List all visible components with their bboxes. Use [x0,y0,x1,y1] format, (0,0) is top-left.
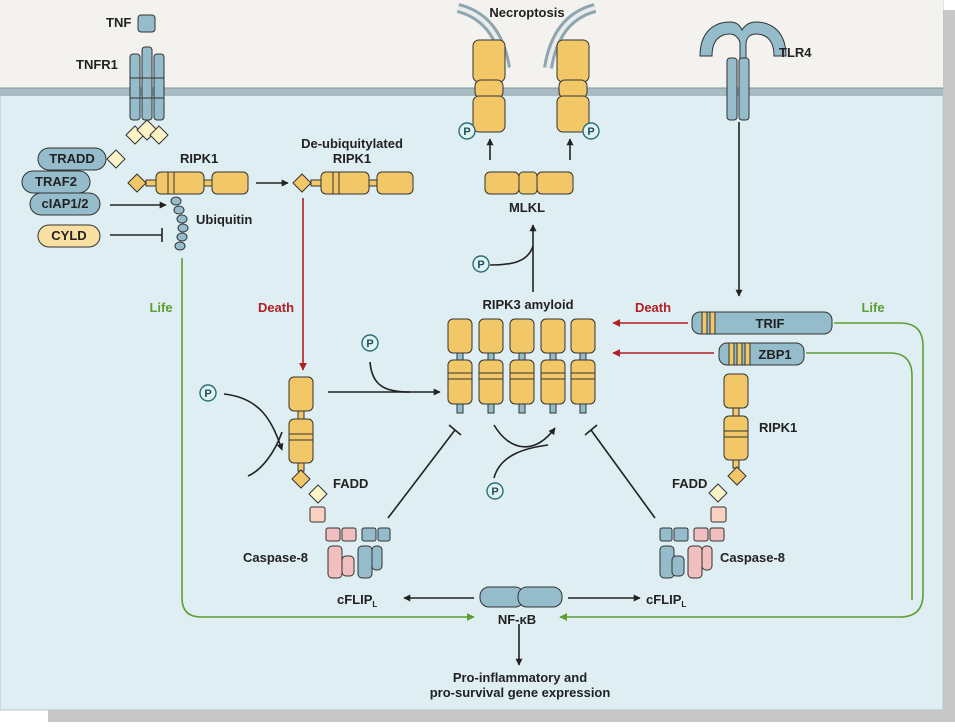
trif-adaptor [691,311,833,335]
ripk3-subunit-part [478,318,504,354]
label-tnfr1: TNFR1 [76,57,118,72]
tnfr1-receptor [129,46,165,121]
label-output-1: Pro-inflammatory and [453,670,587,685]
mlkl-pore-left [472,39,506,133]
label-tnf: TNF [106,15,131,30]
label-deub-2: RIPK1 [333,151,371,166]
death-arrows [299,198,714,371]
label-traf2: TRAF2 [35,174,77,189]
label-death-right: Death [635,300,671,315]
ripk3-amyloid-fibril [447,318,596,414]
ripk3-subunit-part [487,403,495,414]
label-trif: TRIF [756,316,785,331]
phosphate-label: P [491,486,498,498]
phosphate-circle [199,384,217,402]
phosphate-label: P [477,259,484,271]
deubiquitylated-ripk1 [292,171,414,195]
ripk3-subunit-part [456,352,464,361]
complex-i-adaptors [21,147,126,248]
label-ripk1-top: RIPK1 [180,151,218,166]
label-tlr4: TLR4 [779,45,812,60]
ripk1-complex-iib [288,376,328,523]
ripk3-subunit-part [509,359,535,405]
label-nfkb: NF-κB [498,612,536,627]
phosphate-label: P [587,126,594,138]
caspase8-cflip-left [325,527,391,579]
ripk3-subunit-part [447,359,473,405]
label-cyld: CYLD [51,228,86,243]
label-tradd: TRADD [49,151,95,166]
ripk3-subunit-part [487,352,495,361]
ripk1-complex-i [127,171,249,195]
label-ciap: cIAP1/2 [42,196,89,211]
ripk1-right [708,373,749,523]
label-zbp1: ZBP1 [758,347,791,362]
ripk3-subunit-part [540,318,566,354]
nfkb-dimer [479,586,563,608]
label-fadd-right: FADD [672,476,707,491]
label-cflip-right: cFLIPL [646,592,686,609]
phosphate-circle [582,122,600,140]
label-cflip-left: cFLIPL [337,592,377,609]
label-ripk3: RIPK3 amyloid [482,297,573,312]
ripk3-subunit-part [478,359,504,405]
plasma-membrane [0,88,943,96]
ripk3-subunit-part [549,352,557,361]
tnfr1-death-domains [125,119,169,145]
life-arrows [181,258,924,621]
ripk3-subunit-part [570,359,596,405]
label-deub-1: De-ubiquitylated [301,136,403,151]
tlr4-receptor [699,21,787,121]
label-fadd-left: FADD [333,476,368,491]
phosphate-label: P [366,338,373,350]
label-life-left: Life [149,300,172,315]
label-life-right: Life [861,300,884,315]
label-death-left: Death [258,300,294,315]
ripk3-subunit-part [456,403,464,414]
caspase8-cflip-right [659,527,725,579]
zbp1-sensor [718,342,805,366]
ripk3-subunit-part [549,403,557,414]
ripk3-subunit-part [518,352,526,361]
label-ubiquitin: Ubiquitin [196,212,252,227]
label-necroptosis: Necroptosis [489,5,564,20]
tnf-ligand [137,14,156,33]
phosphate-circle [458,122,476,140]
ripk3-subunit-part [447,318,473,354]
phosphate-circle [361,334,379,352]
phosphate-circle [486,482,504,500]
ripk3-subunit-part [579,352,587,361]
mlkl-monomer [484,171,574,195]
ripk3-subunit-part [518,403,526,414]
phosphate-label: P [204,388,211,400]
label-mlkl: MLKL [509,200,545,215]
ubiquitin-chain [170,196,189,251]
ripk3-subunit-part [509,318,535,354]
label-ripk1-right: RIPK1 [759,420,797,435]
ripk3-subunit-part [579,403,587,414]
label-casp8-right: Caspase-8 [720,550,785,565]
black-arrows [110,122,743,666]
mlkl-pore-right [556,39,590,133]
label-output-2: pro-survival gene expression [430,685,611,700]
phosphate-circle [472,255,490,273]
phosphate-groups: P P P P P P [199,122,600,500]
ripk3-subunit-part [540,359,566,405]
labels: TNF TNFR1 Necroptosis TLR4 TRADD TRAF2 c… [35,5,885,700]
label-casp8-left: Caspase-8 [243,550,308,565]
ripk3-subunit-part [570,318,596,354]
phosphate-label: P [463,126,470,138]
